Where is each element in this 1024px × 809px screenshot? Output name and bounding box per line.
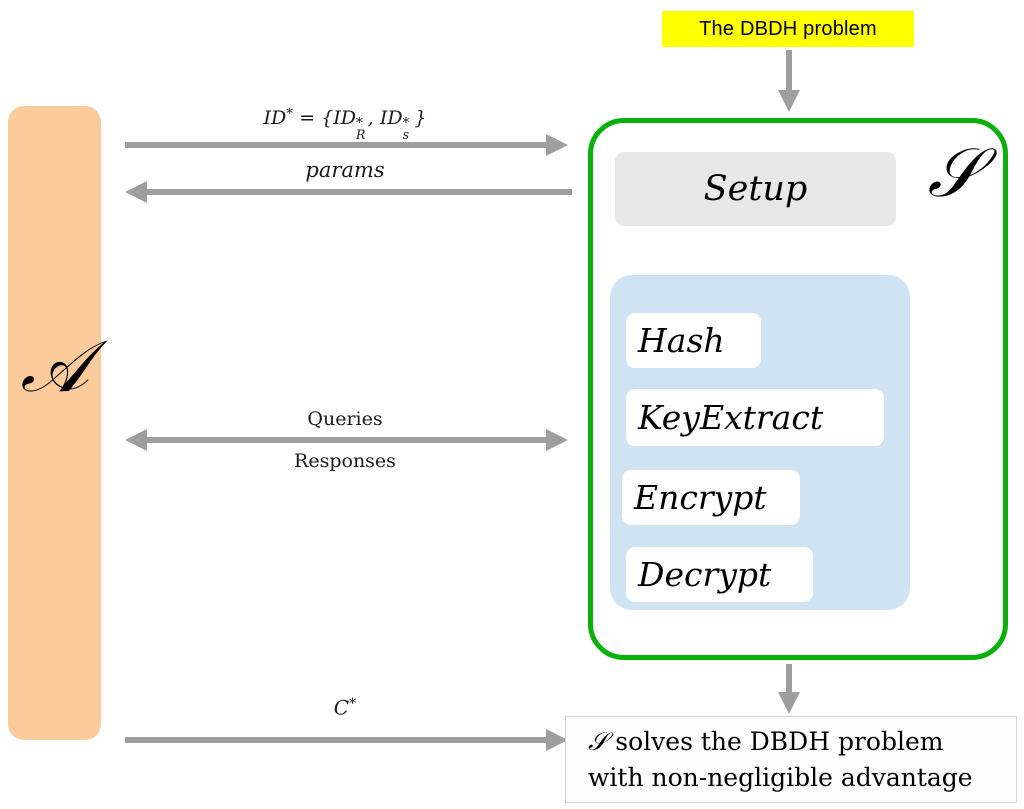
message-label-queries: Queries <box>307 408 383 430</box>
id-star-m1: ID <box>333 107 356 130</box>
adversary-symbol: 𝒜 <box>20 324 89 408</box>
oracle-box-encrypt: Encrypt <box>622 470 800 525</box>
message-label-c-star: C* <box>170 695 520 720</box>
id-star-close: } <box>414 107 427 130</box>
c-star-base: C <box>333 695 350 720</box>
id-star-open: = { <box>293 107 334 130</box>
arrow-head-right-icon <box>546 729 568 751</box>
arrow-problem-to-simulator <box>778 50 800 112</box>
id-star-sub-r: R <box>355 126 366 142</box>
arrow-c-star <box>125 729 568 751</box>
arrow-shaft <box>786 664 792 692</box>
id-star-m2: ID <box>379 107 403 130</box>
id-star-sup-1: * <box>355 116 363 132</box>
conclusion-line-1: 𝒮 solves the DBDH problem <box>588 724 1002 760</box>
conclusion-simulator-symbol: 𝒮 <box>588 727 608 756</box>
adversary-panel <box>8 106 101 740</box>
oracle-box-hash: Hash <box>626 313 761 368</box>
oracle-label-decrypt: Decrypt <box>638 555 772 594</box>
oracle-label-keyextract: KeyExtract <box>638 398 824 437</box>
setup-label: Setup <box>703 168 808 209</box>
oracle-box-decrypt: Decrypt <box>626 547 813 602</box>
arrow-simulator-to-conclusion <box>778 664 800 714</box>
id-star-sup: * <box>286 106 294 122</box>
arrow-id-star <box>125 134 568 156</box>
arrow-head-right-icon <box>546 429 568 451</box>
message-label-id-star: ID* = {ID*R, ID*s} <box>170 106 520 140</box>
id-star-sup-2: * <box>402 116 410 132</box>
setup-box: Setup <box>615 152 896 226</box>
arrow-params <box>125 181 572 203</box>
message-label-responses: Responses <box>294 450 396 472</box>
arrow-head-down-icon <box>778 692 800 714</box>
conclusion-line-1-rest: solves the DBDH problem <box>607 727 944 756</box>
conclusion-box: 𝒮 solves the DBDH problem with non-negli… <box>565 716 1017 803</box>
oracle-label-hash: Hash <box>638 321 725 360</box>
message-label-params: params <box>305 158 385 182</box>
arrow-queries-responses <box>125 429 568 451</box>
id-star-lhs: ID <box>263 107 287 130</box>
conclusion-line-2: with non-negligible advantage <box>588 762 973 792</box>
arrow-shaft <box>786 50 792 90</box>
id-star-sub-s: s <box>402 126 410 142</box>
arrow-shaft <box>147 189 572 195</box>
oracle-label-encrypt: Encrypt <box>634 478 767 517</box>
arrow-shaft <box>125 142 546 148</box>
dbdh-problem-title: The DBDH problem <box>662 11 914 47</box>
simulator-symbol: 𝒮 <box>927 134 981 213</box>
arrow-head-down-icon <box>778 90 800 112</box>
arrow-shaft <box>125 737 546 743</box>
arrow-head-right-icon <box>546 134 568 156</box>
arrow-shaft <box>147 437 546 443</box>
id-star-comma: , <box>367 107 380 130</box>
arrow-head-left-icon <box>125 429 147 451</box>
oracle-box-keyextract: KeyExtract <box>626 389 884 446</box>
c-star-sup: * <box>349 696 357 712</box>
arrow-head-left-icon <box>125 181 147 203</box>
